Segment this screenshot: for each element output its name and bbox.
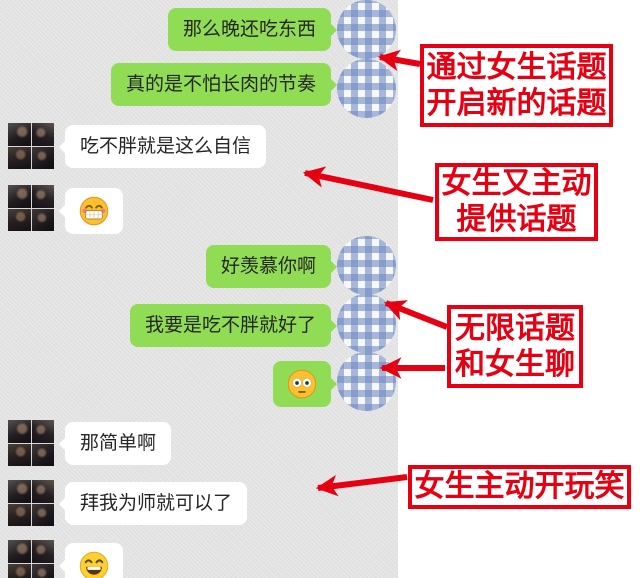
annotation-line: 女生又主动 [441, 167, 592, 200]
annotation-box-girl-offers-topic: 女生又主动 提供话题 [435, 163, 598, 241]
sender-avatar[interactable] [337, 236, 396, 295]
avatar-photo [31, 420, 54, 443]
annotation-line: 女生主动开玩笑 [414, 470, 625, 503]
message-bubble-sent[interactable]: 真的是不怕长肉的节奏 [110, 63, 338, 106]
avatar-photo [31, 563, 54, 578]
sender-avatar[interactable] [337, 352, 396, 411]
contact-avatar[interactable] [8, 420, 54, 466]
message-bubble-received[interactable] [59, 543, 123, 578]
message-bubble-sent[interactable] [273, 361, 337, 407]
contact-avatar[interactable] [8, 185, 54, 231]
avatar-photo [8, 123, 31, 146]
avatar-photo [31, 503, 54, 526]
message-bubble-received[interactable]: 拜我为师就可以了 [58, 482, 248, 525]
annotation-box-girl-jokes: 女生主动开玩笑 [408, 465, 631, 509]
avatar-photo [31, 146, 54, 169]
smiling-emoji-icon [79, 551, 109, 578]
avatar-photo [8, 208, 31, 231]
message-bubble-received[interactable]: 吃不胖就是这么自信 [58, 125, 267, 168]
contact-avatar[interactable] [8, 480, 54, 526]
sender-avatar[interactable] [337, 294, 396, 353]
avatar-photo [31, 443, 54, 466]
annotation-box-unlimited-topics: 无限话题 和女生聊 [447, 305, 583, 388]
sender-avatar[interactable] [337, 0, 396, 59]
annotation-line: 开启新的话题 [426, 86, 607, 120]
message-bubble-sent[interactable]: 我要是吃不胖就好了 [129, 304, 338, 347]
grinning-teeth-emoji-icon [79, 196, 109, 226]
annotation-line: 提供话题 [456, 203, 577, 236]
avatar-photo [31, 540, 54, 563]
avatar-photo [8, 420, 31, 443]
annotation-line: 通过女生话题 [426, 50, 607, 84]
avatar-photo [8, 146, 31, 169]
annotation-line: 无限话题 [455, 311, 575, 345]
sender-avatar[interactable] [337, 59, 396, 118]
message-bubble-received[interactable]: 那简单啊 [58, 422, 172, 465]
avatar-photo [31, 123, 54, 146]
avatar-photo [8, 540, 31, 563]
avatar-photo [8, 480, 31, 503]
message-bubble-received[interactable] [59, 188, 123, 234]
avatar-photo [8, 443, 31, 466]
avatar-photo [8, 563, 31, 578]
contact-avatar[interactable] [8, 540, 54, 578]
avatar-photo [31, 480, 54, 503]
avatar-photo [31, 185, 54, 208]
chat-panel: 那么晚还吃东西 真的是不怕长肉的节奏 吃不胖就是这么自信 [0, 0, 398, 578]
avatar-photo [8, 185, 31, 208]
annotation-line: 和女生聊 [455, 347, 575, 381]
avatar-photo [31, 208, 54, 231]
avatar-photo [8, 503, 31, 526]
message-bubble-sent[interactable]: 那么晚还吃东西 [167, 8, 338, 51]
annotation-box-new-topic: 通过女生话题 开启新的话题 [420, 44, 613, 127]
message-bubble-sent[interactable]: 好羡慕你啊 [205, 245, 338, 288]
contact-avatar[interactable] [8, 123, 54, 169]
flushed-emoji-icon [287, 369, 317, 399]
